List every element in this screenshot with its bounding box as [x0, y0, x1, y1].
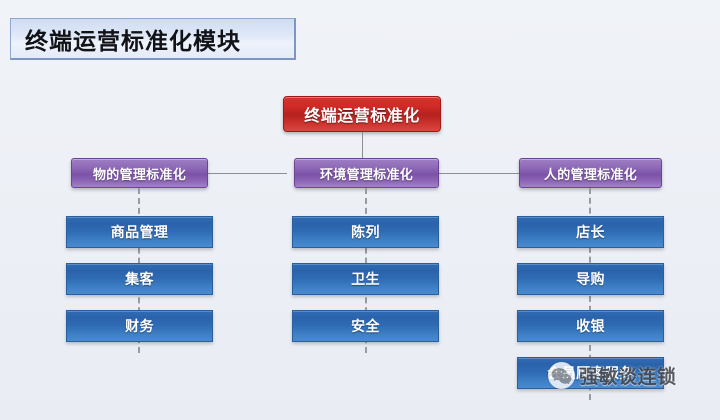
leaf-node-label: 导购 [576, 271, 605, 287]
leaf-node[interactable]: 财务 [66, 310, 213, 342]
connector-root-to-middle [362, 132, 363, 159]
leaf-node[interactable]: 收银 [517, 310, 664, 342]
leaf-node-label: 陈列 [351, 224, 380, 240]
root-node-label: 终端运营标准化 [304, 108, 420, 125]
connector-middle-to-right [438, 173, 520, 174]
category-node-ren[interactable]: 人的管理标准化 [519, 158, 662, 188]
page-title-text: 终端运营标准化模块 [25, 27, 241, 54]
leaf-node-label: 卫生 [351, 271, 380, 287]
category-node-wu[interactable]: 物的管理标准化 [71, 158, 208, 188]
leaf-node[interactable]: 店长 [517, 216, 664, 248]
category-node-label: 人的管理标准化 [543, 166, 638, 182]
root-node[interactable]: 终端运营标准化 [283, 96, 441, 132]
leaf-node-label: 安全 [351, 318, 380, 334]
leaf-node[interactable]: 安全 [292, 310, 439, 342]
page-title: 终端运营标准化模块 [10, 18, 296, 60]
leaf-node[interactable]: 集客 [66, 263, 213, 295]
leaf-node-label: 收银 [576, 318, 605, 334]
category-node-label: 物的管理标准化 [92, 166, 187, 182]
leaf-node[interactable]: 导购 [517, 263, 664, 295]
leaf-node-label: 财务 [125, 318, 154, 334]
leaf-node[interactable]: 陈列 [292, 216, 439, 248]
leaf-node-label: 会员顾客服务 [547, 365, 634, 381]
leaf-node[interactable]: 会员顾客服务 [517, 357, 664, 389]
category-node-huanjing[interactable]: 环境管理标准化 [294, 158, 439, 188]
leaf-node[interactable]: 商品管理 [66, 216, 213, 248]
leaf-node-label: 商品管理 [110, 224, 169, 240]
leaf-node[interactable]: 卫生 [292, 263, 439, 295]
category-node-label: 环境管理标准化 [319, 166, 414, 182]
leaf-node-label: 集客 [125, 271, 154, 287]
leaf-node-label: 店长 [576, 224, 605, 240]
connector-left-to-middle [207, 173, 287, 174]
